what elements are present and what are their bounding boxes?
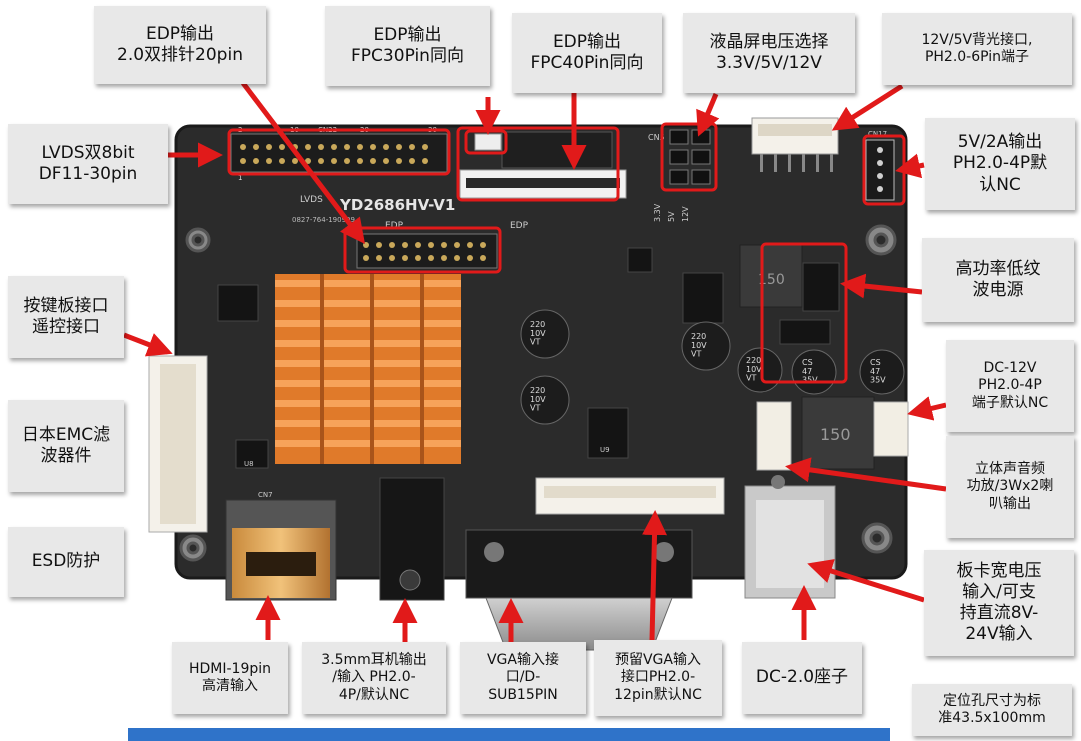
fpc30-connector <box>474 133 502 151</box>
board-model: YD2686HV-V1 <box>339 196 455 214</box>
fpc40-connector <box>459 169 627 199</box>
silk-edp1: EDP <box>385 221 404 231</box>
board-serial: 0827-764-190909 <box>292 216 355 224</box>
fpc-area <box>501 131 613 169</box>
inductor-2-label: 150 <box>820 425 851 444</box>
heatsink <box>275 274 461 464</box>
label-power-supply: 高功率低纹 波电源 <box>922 238 1074 322</box>
silk-cn17: CN17 <box>868 130 887 138</box>
silk-12v: 12V <box>681 206 690 222</box>
label-stereo-amp: 立体声音频 功放/3Wx2喇 叭输出 <box>946 436 1074 538</box>
label-emc: 日本EMC滤 波器件 <box>8 400 124 492</box>
ic-chips <box>217 247 840 469</box>
vga-reserve-connector <box>535 477 725 515</box>
label-edp-fpc30: EDP输出 FPC30Pin同向 <box>325 6 490 86</box>
label-keypad: 按键板接口 遥控接口 <box>8 276 124 358</box>
label-5v2a-output: 5V/2A输出 PH2.0-4P默 认NC <box>925 118 1075 210</box>
silk-lvds: LVDS <box>300 195 323 205</box>
label-edp-20pin: EDP输出 2.0双排针20pin <box>94 6 266 84</box>
label-dc12v: DC-12V PH2.0-4P 端子默认NC <box>946 340 1074 432</box>
silk-pin1: 1 <box>238 174 242 182</box>
edp-20pin-header <box>356 233 498 269</box>
label-mount-holes: 定位孔尺寸为标 准43.5x100mm <box>912 684 1072 736</box>
label-backlight: 12V/5V背光接口, PH2.0-6Pin端子 <box>882 13 1072 85</box>
keypad-connector <box>148 355 208 533</box>
silk-cn5: CN5 <box>648 133 665 142</box>
hdmi-port <box>225 499 337 601</box>
label-edp-fpc40: EDP输出 FPC40Pin同向 <box>512 13 662 93</box>
bottom-blue-bar <box>128 728 890 741</box>
dc-jack <box>744 475 836 599</box>
audio-jack <box>379 477 445 601</box>
label-vga-reserve: 预留VGA输入 接口PH2.0- 12pin默认NC <box>594 640 722 716</box>
power-inductor-1: 150 <box>739 244 803 308</box>
label-lvds: LVDS双8bit DF11-30pin <box>8 124 168 204</box>
mounting-holes <box>179 224 897 562</box>
label-esd: ESD防护 <box>8 527 124 597</box>
silk-edp2: EDP <box>510 221 529 231</box>
label-hdmi: HDMI-19pin 高清输入 <box>172 642 288 714</box>
backlight-connector <box>751 117 839 172</box>
label-audio: 3.5mm耳机输出 /输入 PH2.0- 4P/默认NC <box>302 642 446 714</box>
cn17-connector <box>865 139 895 201</box>
silk-u8: U8 <box>244 460 254 468</box>
vga-port <box>465 529 693 651</box>
silk-5v: 5V <box>667 211 676 222</box>
speaker-connector <box>756 401 792 471</box>
label-lcd-voltage: 液晶屏电压选择 3.3V/5V/12V <box>683 13 855 93</box>
silk-cn7: CN7 <box>258 491 273 499</box>
silk-3v3: 3.3V <box>653 203 662 222</box>
dc12v-connector <box>873 401 909 457</box>
highlight-boxes <box>227 122 906 384</box>
label-wide-voltage: 板卡宽电压 输入/可支 持直流8V- 24V输入 <box>924 550 1074 656</box>
lvds-header <box>230 133 448 173</box>
inductor-1-label: 150 <box>758 272 785 288</box>
label-vga: VGA输入接 口/D- SUB15PIN <box>460 642 586 714</box>
callout-arrows <box>123 81 947 642</box>
power-inductor-2: 150 <box>801 396 875 470</box>
silk-u9: U9 <box>600 446 610 454</box>
label-dc20: DC-2.0座子 <box>742 642 862 714</box>
